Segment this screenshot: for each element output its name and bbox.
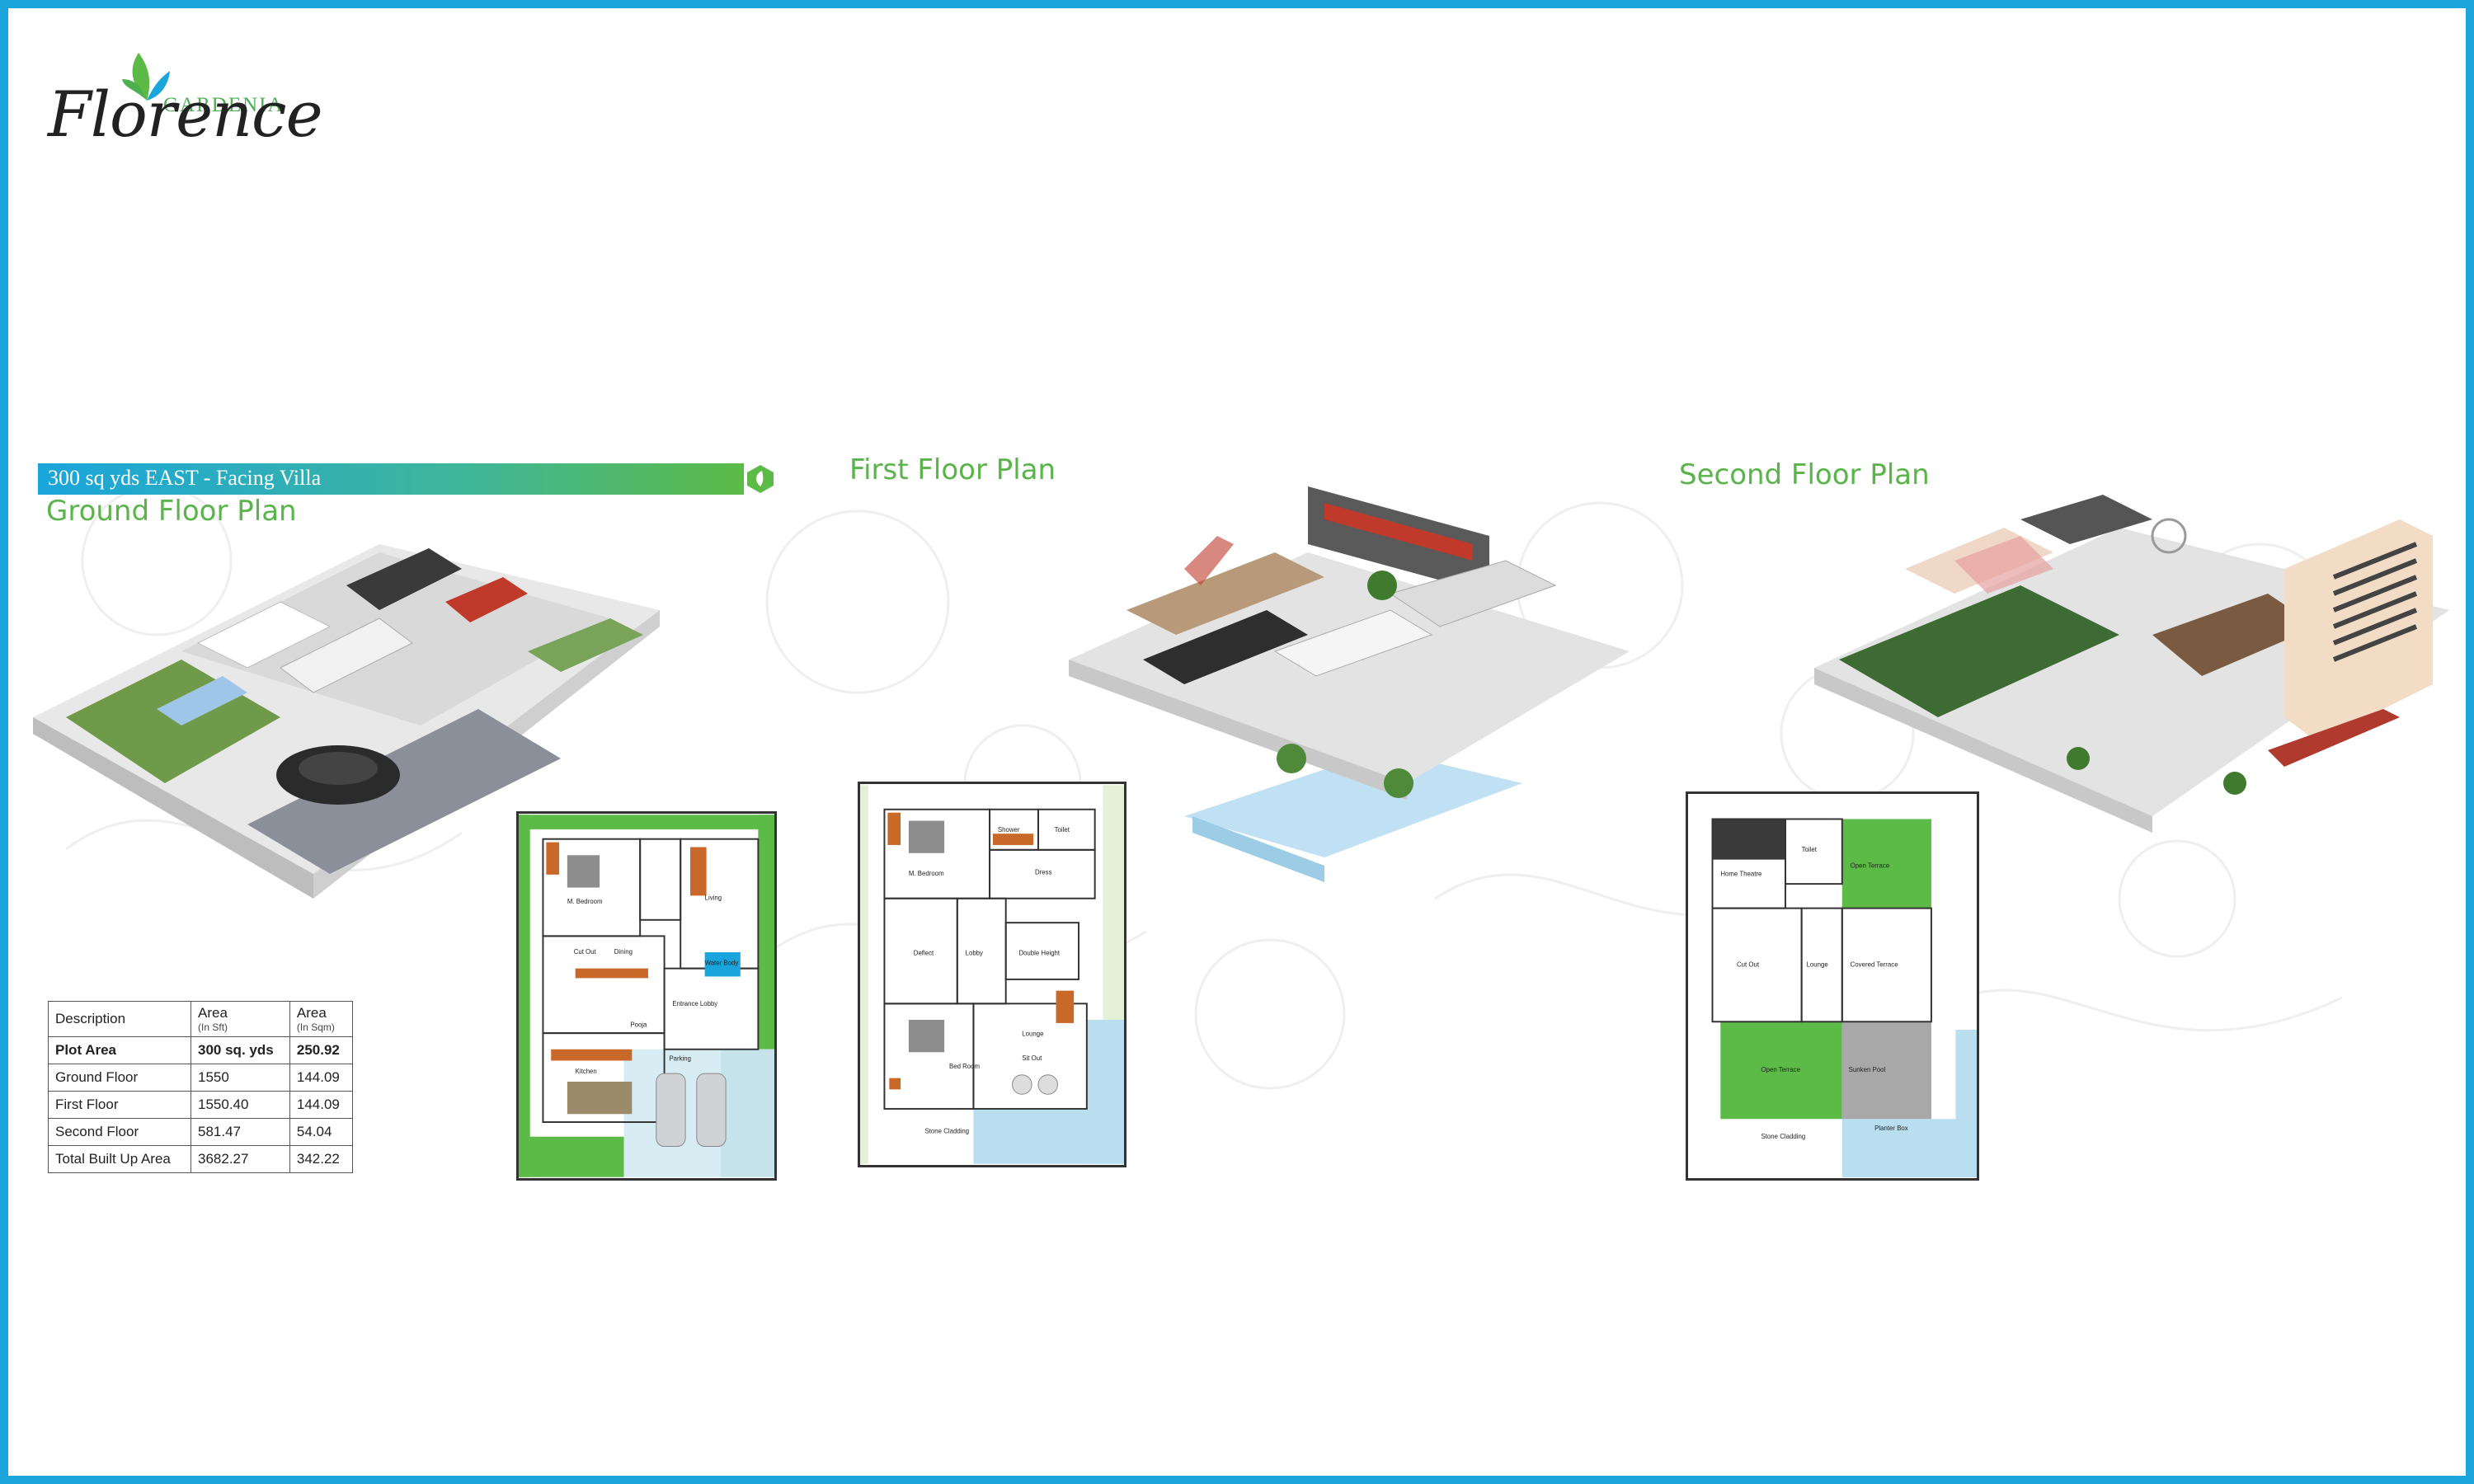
header-area-sqm: Area(In Sqm) (289, 1001, 354, 1037)
second-floor-heading: Second Floor Plan (1679, 458, 1930, 491)
plan-label-open-terrace-top: Open Terrace (1851, 862, 1890, 869)
plan-label-toilet: Toilet (1055, 826, 1070, 834)
plan-label-sitout: Sit Out (1022, 1054, 1042, 1062)
second-floor-plan: Home Theatre Toilet Open Terrace Cut Out… (1686, 791, 1979, 1181)
plan-label-cutout: Cut Out (1737, 960, 1760, 968)
banner-text: 300 sq yds EAST - Facing Villa (48, 466, 322, 490)
table-row: First Floor 1550.40 144.09 (47, 1091, 354, 1119)
plan-label-bedroom: M. Bedroom (567, 898, 603, 905)
logo (43, 51, 290, 158)
brand-small: GARDENIA (163, 94, 285, 116)
second-floor-3d-render (1814, 495, 2449, 833)
plan-label-living: Living (705, 894, 722, 901)
plan-label-parking: Parking (669, 1054, 691, 1062)
first-floor-plan: M. Bedroom Shower Toilet Dress Deflect L… (858, 782, 1126, 1167)
plan-label-toilet: Toilet (1802, 846, 1818, 853)
table-row: Plot Area 300 sq. yds 250.92 (47, 1036, 354, 1064)
plan-label-kitchen: Kitchen (576, 1068, 597, 1075)
plan-label-open-terrace: Open Terrace (1761, 1066, 1800, 1073)
area-table-header: Description Area(In Sft) Area(In Sqm) (47, 1001, 354, 1037)
header-description: Description (47, 1001, 192, 1037)
brand-big: Florence (48, 77, 323, 151)
plan-label-shower: Shower (998, 826, 1020, 834)
ground-floor-heading: Ground Floor Plan (46, 495, 297, 528)
plan-label-water: Water Body (705, 960, 739, 967)
table-row: Second Floor 581.47 54.04 (47, 1118, 354, 1146)
plan-label-planter: Planter Box (1874, 1125, 1908, 1132)
plan-label-stone: Stone Cladding (925, 1127, 970, 1134)
ground-floor-3d-render (33, 544, 660, 899)
leaf-icon (122, 53, 170, 101)
plan-label-covered-terrace: Covered Terrace (1851, 960, 1899, 968)
header-area-sft: Area(In Sft) (190, 1001, 290, 1037)
area-table: Description Area(In Sft) Area(In Sqm) Pl… (47, 1001, 354, 1173)
villa-banner: 300 sq yds EAST - Facing Villa (38, 463, 744, 495)
plan-label-double-height: Double Height (1018, 949, 1061, 956)
plan-label-lounge: Lounge (1807, 960, 1829, 968)
first-floor-3d-render (1069, 486, 1630, 882)
plan-label-pooja: Pooja (630, 1021, 647, 1028)
plan-label-stone: Stone Cladding (1761, 1133, 1805, 1140)
first-floor-heading: First Floor Plan (849, 453, 1056, 486)
plan-label-dress: Dress (1035, 868, 1052, 876)
table-row: Total Built Up Area 3682.27 342.22 (47, 1145, 354, 1173)
leaf-badge-icon (747, 465, 774, 493)
plan-label-lobby: Lobby (966, 949, 983, 956)
plan-label-home-theatre: Home Theatre (1720, 870, 1762, 877)
plan-label-cutout: Cut Out (574, 948, 597, 956)
plan-label-bedroom-2: Bed Room (949, 1063, 981, 1070)
plan-label-sunken-pool: Sunken Pool (1849, 1066, 1886, 1073)
plan-label-dining: Dining (614, 948, 633, 956)
plan-label-bedroom: M. Bedroom (909, 870, 944, 877)
plan-label-lounge: Lounge (1022, 1031, 1044, 1038)
table-row: Ground Floor 1550 144.09 (47, 1064, 354, 1092)
plan-label-deflect: Deflect (914, 949, 934, 956)
ground-floor-plan: M. Bedroom Living Dining Cut Out Water B… (516, 811, 777, 1181)
plan-label-entrance: Entrance Lobby (672, 1000, 717, 1007)
